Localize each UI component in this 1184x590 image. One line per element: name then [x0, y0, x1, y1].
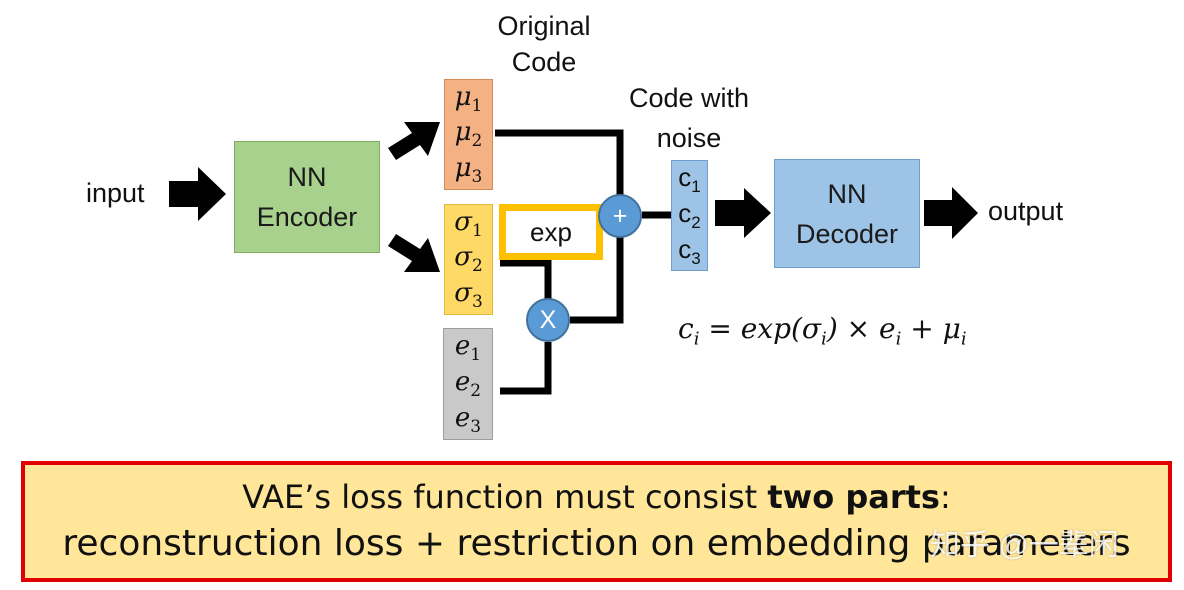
- loss-note-line1: VAE’s loss function must consist two par…: [242, 477, 951, 516]
- sigma-item: σ3: [454, 278, 483, 313]
- formula: ci = exp(σi) × ei + μi: [678, 312, 967, 350]
- sigma-item: σ2: [454, 242, 483, 277]
- e-vector: e1 e2 e3: [443, 328, 493, 440]
- exp-to-times-line: [500, 259, 552, 300]
- mu-item: μ2: [454, 117, 483, 152]
- mu-vector: μ1 μ2 μ3: [444, 79, 493, 190]
- e-to-times-line: [500, 342, 552, 395]
- decoder-line2: Decoder: [795, 218, 899, 249]
- mu-item: μ3: [454, 153, 483, 188]
- connector-lines: [169, 122, 978, 395]
- encoder-line2: Encoder: [256, 202, 358, 232]
- c-item: c2: [678, 197, 701, 233]
- input-label: input: [86, 178, 145, 208]
- mu-line: [495, 129, 624, 196]
- encoder-to-mu-arrow: [388, 122, 440, 160]
- watermark: 知乎 @一辈闲: [930, 529, 1119, 562]
- code-with-noise-line1: Code with: [628, 83, 750, 113]
- encoder-to-sigma-arrow: [388, 234, 440, 272]
- nn-decoder-box: NN Decoder: [774, 159, 920, 268]
- e-item: e1: [454, 330, 482, 366]
- c-to-decoder-arrow: [715, 188, 771, 238]
- original-code-line1: Original: [497, 11, 591, 41]
- sigma-vector: σ1 σ2 σ3: [444, 204, 493, 315]
- code-with-noise-label: Code with noise: [612, 78, 766, 158]
- loss-note-box: VAE’s loss function must consist two par…: [21, 461, 1172, 582]
- sigma-item: σ1: [454, 206, 483, 241]
- nn-encoder-box: NN Encoder: [234, 141, 380, 253]
- output-arrow: [924, 187, 978, 239]
- multiply-node: X: [526, 298, 570, 342]
- plus-node: +: [598, 194, 642, 238]
- c-vector: c1 c2 c3: [671, 160, 708, 271]
- decoder-line1: NN: [827, 178, 867, 209]
- input-arrow: [169, 167, 226, 221]
- times-to-plus-line: [570, 237, 624, 324]
- encoder-line1: NN: [287, 162, 327, 192]
- code-with-noise-line2: noise: [656, 123, 722, 153]
- e-item: e2: [454, 366, 482, 402]
- original-code-line2: Code: [511, 47, 577, 77]
- c-item: c1: [678, 161, 701, 197]
- loss-note-line2: reconstruction loss + restriction on emb…: [62, 522, 1131, 564]
- output-label: output: [988, 196, 1064, 226]
- original-code-label: Original Code: [484, 8, 604, 80]
- mu-item: μ1: [454, 81, 483, 116]
- exp-box: exp: [499, 204, 603, 260]
- e-item: e3: [454, 402, 482, 438]
- c-item: c3: [678, 233, 701, 269]
